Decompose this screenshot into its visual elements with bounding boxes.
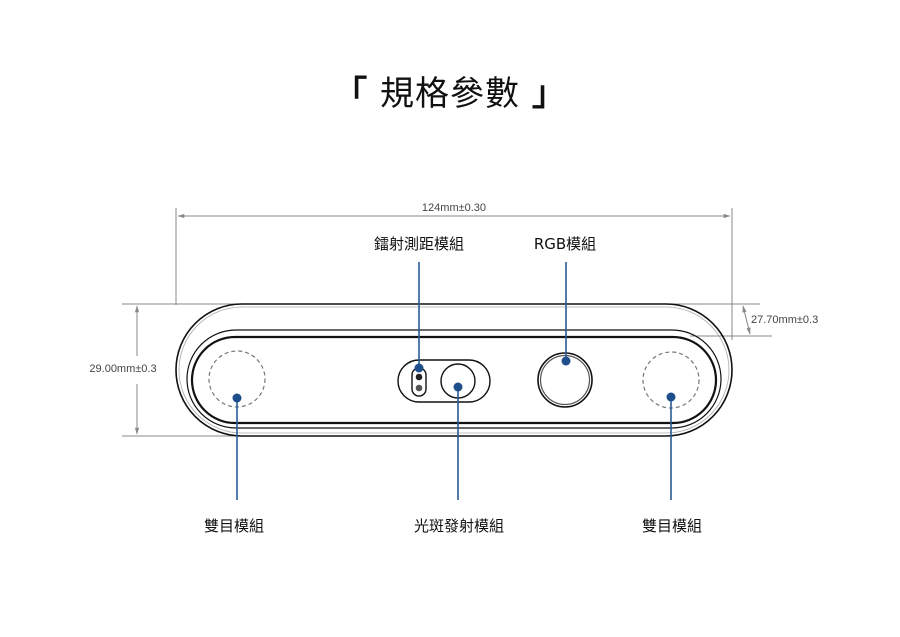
width-dim-text: 124mm±0.30 xyxy=(422,202,486,214)
height-dimension: 29.00mm±0.3 xyxy=(89,303,260,437)
front-panel-inner xyxy=(190,335,718,425)
title-open-bracket: 「 xyxy=(333,74,369,114)
label-stereo-left: 雙目模組 xyxy=(204,517,264,535)
width-dimension: 124mm±0.30 xyxy=(175,202,733,340)
label-laser-ranging: 鐳射測距模組 xyxy=(374,235,464,253)
outer-shell-inner-edge xyxy=(178,306,730,434)
laser-sensor-dot-top xyxy=(415,373,423,381)
outer-shell xyxy=(175,303,733,437)
laser-speckle-housing xyxy=(397,359,491,403)
rgb-marker-dot xyxy=(561,356,571,366)
label-stereo-right: 雙目模組 xyxy=(642,517,702,535)
rgb-camera xyxy=(537,352,593,408)
speckle-marker-dot xyxy=(453,382,463,392)
front-panel-outer xyxy=(186,329,722,429)
label-rgb: RGB模組 xyxy=(534,235,596,253)
label-speckle-emitter: 光斑發射模組 xyxy=(414,517,504,535)
height-dim-text: 29.00mm±0.3 xyxy=(89,363,156,375)
rgb-lens-inner xyxy=(539,354,591,406)
page-title: 「 規格參數 」 xyxy=(0,66,900,115)
rgb-lens-outer xyxy=(537,352,593,408)
laser-sensor-dot-bottom xyxy=(415,384,423,392)
stereo-right-marker-dot xyxy=(666,392,676,402)
callouts xyxy=(232,262,676,500)
title-close-bracket: 」 xyxy=(531,74,567,114)
housing-pill xyxy=(397,359,491,403)
title-text: 規格參數 xyxy=(380,74,520,114)
laser-marker-dot xyxy=(414,363,424,373)
inner-dim-line xyxy=(742,305,751,335)
inner-dim-text: 27.70mm±0.3 xyxy=(751,314,818,326)
stereo-left-marker-dot xyxy=(232,393,242,403)
device-body xyxy=(175,303,733,437)
